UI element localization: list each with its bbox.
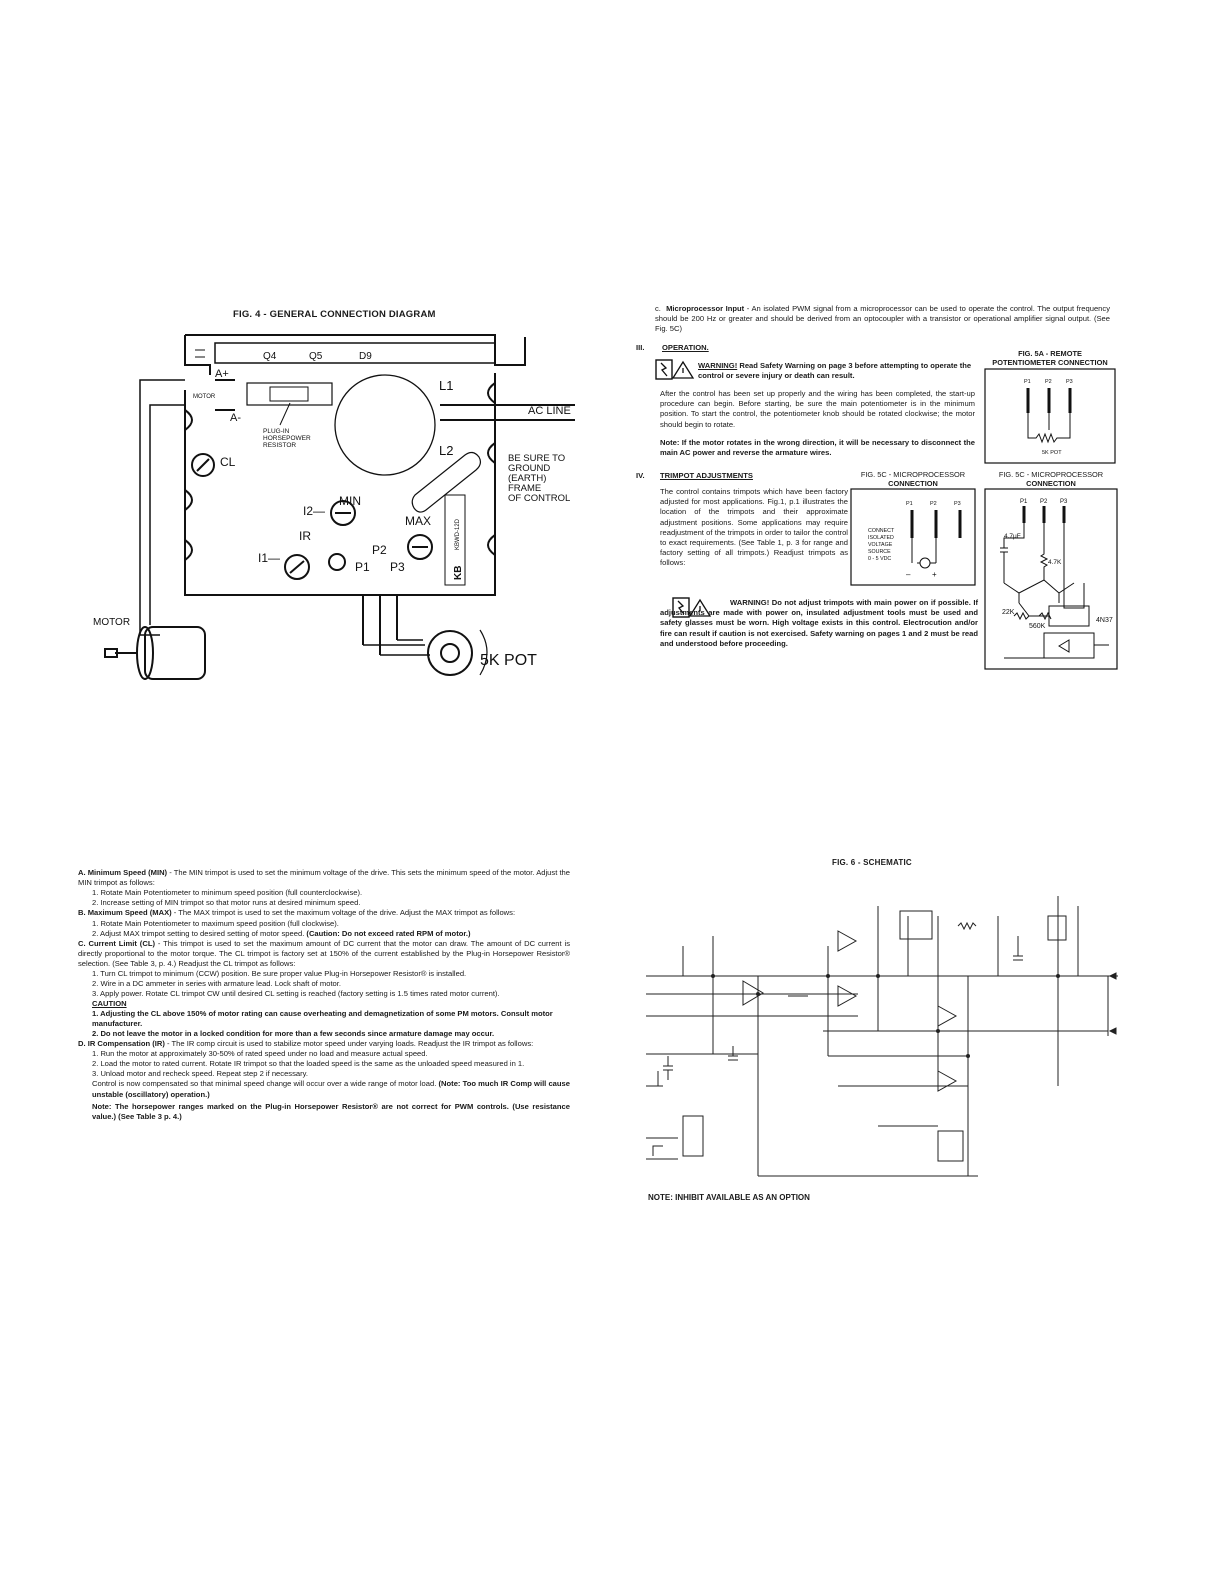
fig5c-right-p3: P3: [1060, 499, 1068, 505]
r560k-label: 560K: [1029, 623, 1046, 630]
p2-label: P2: [372, 543, 387, 557]
fig5c-mid-p1: P1: [906, 501, 913, 507]
fig5a-p1: P1: [1024, 379, 1031, 385]
pot-label: 5K POT: [480, 652, 537, 669]
fig5c-mid-title: FIG. 5C - MICROPROCESSOR CONNECTION: [860, 470, 966, 488]
warning-1-text: WARNING! Read Safety Warning on page 3 b…: [698, 361, 972, 381]
cl-label: CL: [220, 455, 236, 469]
r47k-label: 4.7K: [1048, 559, 1062, 566]
warning-icon-2: [672, 597, 712, 618]
kb-logo: KB: [453, 566, 464, 580]
fig6-schematic: [646, 896, 1118, 1177]
model-label: KBWD-12D: [455, 518, 461, 550]
fig6-title: FIG. 6 - SCHEMATIC: [832, 858, 912, 867]
ground-line-5: OF CONTROL: [508, 493, 570, 504]
max-label: MAX: [405, 514, 431, 528]
plugin-label: PLUG-IN: [263, 428, 290, 435]
fig5c-right-p2: P2: [1040, 499, 1048, 505]
a-item-1: 1. Rotate Main Potentiometer to minimum …: [92, 888, 363, 898]
fig5c-mid-p2: P2: [930, 501, 937, 507]
fig5a-diagram: P1 P2 P3 5K POT: [984, 368, 1116, 464]
trimpot-paragraph: The control contains trimpots which have…: [660, 487, 848, 568]
min-label: MIN: [339, 494, 361, 508]
fig4-title: FIG. 4 - GENERAL CONNECTION DIAGRAM: [233, 309, 436, 320]
opto-label: 4N37: [1096, 617, 1113, 624]
r22k-label: 22K: [1002, 609, 1015, 616]
d-item-2: 2. Load the motor to rated current. Rota…: [92, 1059, 525, 1069]
ir-label: IR: [299, 529, 311, 543]
l1-label: L1: [439, 378, 453, 393]
warning-icon-1: [655, 359, 695, 380]
fig4-diagram: Q4 Q5 D9 A+ MOTOR A- PLUG-IN HORSEPOWER …: [93, 334, 575, 680]
d-item-1: 1. Run the motor at approximately 30-50%…: [92, 1049, 428, 1059]
fig5a-p2: P2: [1045, 379, 1052, 385]
resistor-label: RESISTOR: [263, 442, 296, 449]
connect-line-3: VOLTAGE: [868, 542, 893, 548]
i1-label: I1—: [258, 551, 280, 565]
section-4-title: TRIMPOT ADJUSTMENTS: [660, 471, 753, 480]
c-item-2: 2. Wire in a DC ammeter in series with a…: [92, 979, 341, 989]
cap-label: 4.7μF: [1004, 533, 1021, 540]
a-minus-label: A-: [230, 412, 241, 424]
microprocessor-input-para: c. Microprocessor Input - An isolated PW…: [655, 304, 1110, 334]
section-3-number: III.: [636, 343, 645, 352]
q5-label: Q5: [309, 351, 323, 362]
section-4-number: IV.: [636, 471, 645, 480]
p3-label: P3: [390, 560, 405, 574]
ground-line-1: BE SURE TO: [508, 453, 565, 464]
ac-line-label: AC LINE: [528, 405, 571, 417]
fig5a-p3: P3: [1066, 379, 1073, 385]
fig5a-pot-label: 5K POT: [1042, 450, 1062, 456]
fig5c-right-title: FIG. 5C - MICROPROCESSOR CONNECTION: [998, 470, 1104, 488]
trimpot-instructions: A. Minimum Speed (MIN) - The MIN trimpot…: [78, 868, 570, 1122]
a-plus-label: A+: [215, 368, 229, 380]
fig5c-mid-diagram: P1 P2 P3 CONNECT ISOLATED VOLTAGE SOURCE…: [850, 488, 976, 586]
caution-2: 2. Do not leave the motor in a locked co…: [92, 1029, 495, 1039]
connect-line-4: SOURCE: [868, 549, 891, 555]
d-item-3: 3. Unload motor and recheck speed. Repea…: [92, 1069, 308, 1079]
svg-text:–: –: [906, 570, 911, 579]
section-3-title: OPERATION.: [662, 343, 709, 352]
connect-line-2: ISOLATED: [868, 535, 894, 541]
fig5a-title: FIG. 5A - REMOTE POTENTIOMETER CONNECTIO…: [992, 349, 1108, 367]
fig6-note: NOTE: INHIBIT AVAILABLE AS AN OPTION: [648, 1193, 810, 1202]
caution-1: 1. Adjusting the CL above 150% of motor …: [92, 1009, 553, 1029]
connect-line-5: 0 - 5 VDC: [868, 556, 891, 562]
l2-label: L2: [439, 443, 453, 458]
i2-label: I2—: [303, 504, 325, 518]
q4-label: Q4: [263, 351, 277, 362]
ground-line-2: GROUND: [508, 463, 550, 474]
p1-label: P1: [355, 560, 370, 574]
fig5c-mid-p3: P3: [954, 501, 961, 507]
motor-label: MOTOR: [93, 617, 130, 628]
warning-2-text: WARNING! Do not adjust trimpots with mai…: [660, 598, 978, 648]
d9-label: D9: [359, 351, 372, 362]
svg-text:+: +: [932, 570, 937, 579]
c-item-3: 3. Apply power. Rotate CL trimpot CW unt…: [92, 989, 500, 999]
c-item-1: 1. Turn CL trimpot to minimum (CCW) posi…: [92, 969, 467, 979]
horsepower-label: HORSEPOWER: [263, 435, 311, 442]
motor-small-label: MOTOR: [193, 394, 216, 400]
b-item-1: 1. Rotate Main Potentiometer to maximum …: [92, 918, 339, 928]
operation-paragraph: After the control has been set up proper…: [660, 389, 975, 429]
ground-line-3: (EARTH): [508, 473, 546, 484]
fig5c-right-diagram: P1 P2 P3 4.7μF 4.7K 22K 560K 4N37: [984, 488, 1118, 670]
connect-line-1: CONNECT: [868, 528, 895, 534]
caution-heading: CAUTION: [92, 999, 127, 1009]
a-item-2: 2. Increase setting of MIN trimpot so th…: [92, 898, 361, 908]
final-note: Note: The horsepower ranges marked on th…: [92, 1101, 570, 1122]
ground-line-4: FRAME: [508, 483, 541, 494]
operation-note: Note: If the motor rotates in the wrong …: [660, 438, 975, 458]
fig5c-right-p1: P1: [1020, 499, 1028, 505]
